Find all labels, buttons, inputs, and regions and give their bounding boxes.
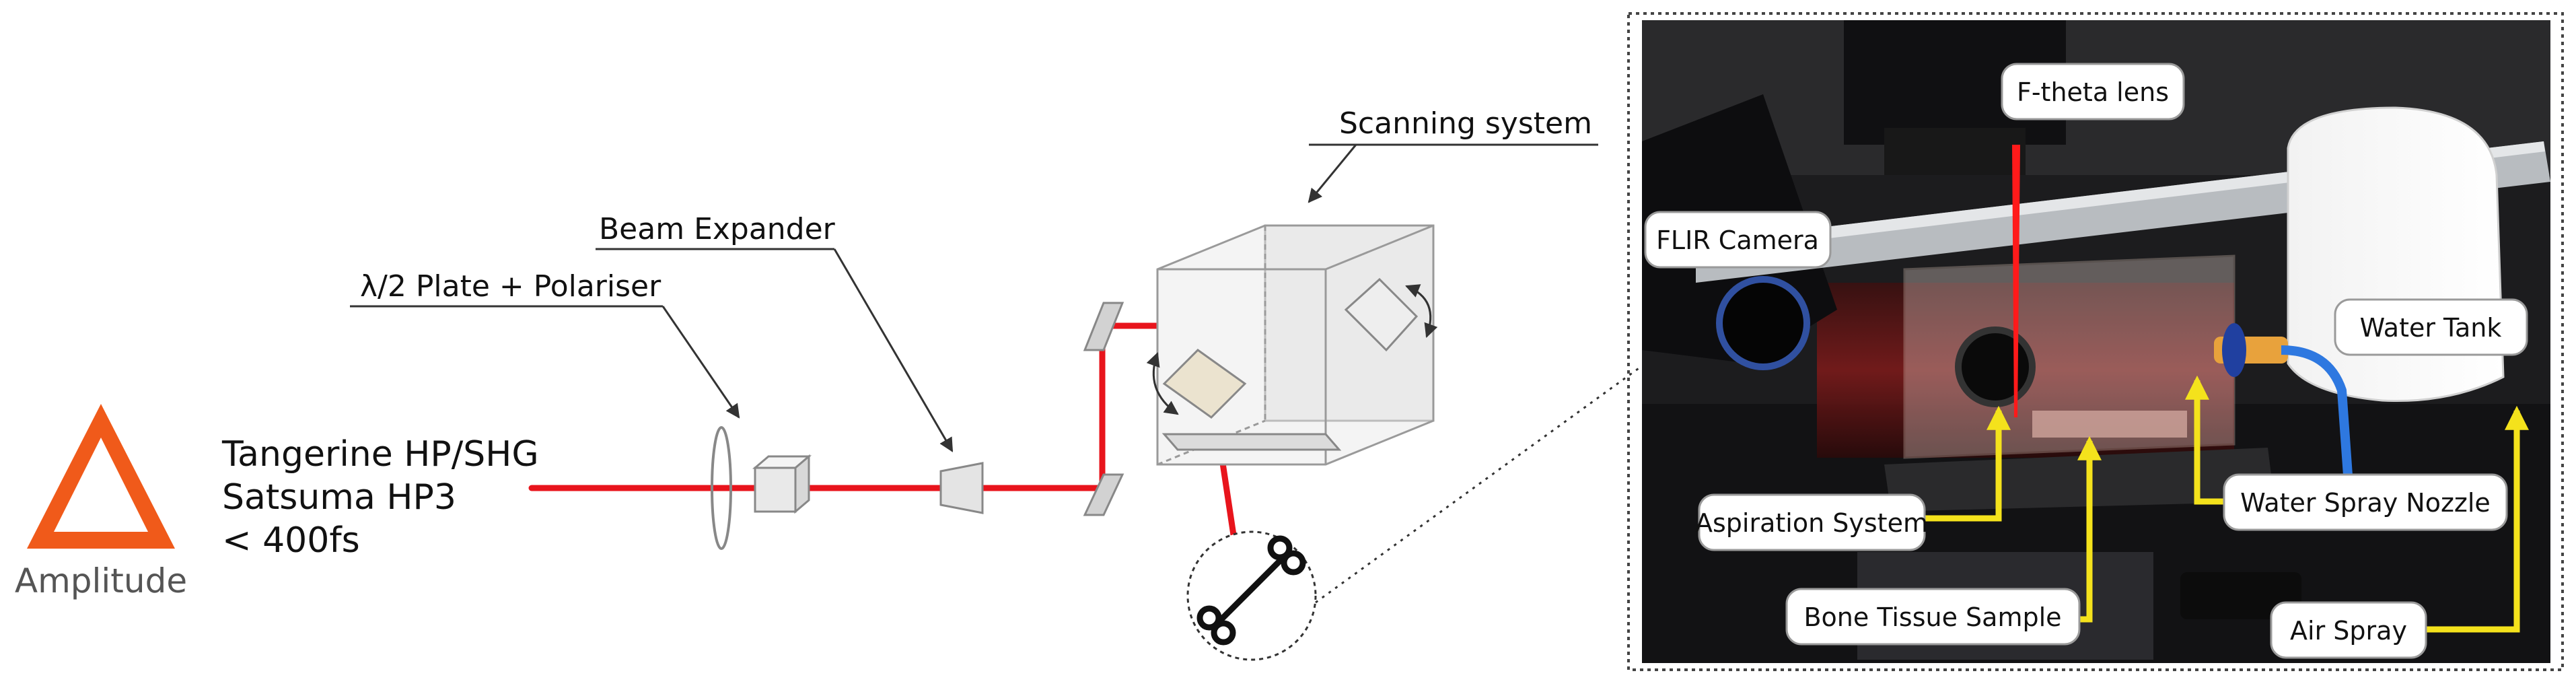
galvo-mirror-y-icon [1162, 349, 1247, 419]
beam-expander-icon [939, 462, 984, 514]
photo-labels: F-theta lens FLIR Camera Water Tank Aspi… [1644, 63, 2528, 659]
water-spray-nozzle [2214, 323, 2353, 485]
waveplate-label: λ/2 Plate + Polariser [360, 269, 661, 304]
scanner-label: Scanning system [1339, 106, 1592, 141]
label-air-spray: Air Spray [2290, 616, 2407, 646]
scanner-cube-icon [1156, 224, 1435, 466]
brand-name: Amplitude [15, 561, 187, 600]
label-water-tank: Water Tank [2360, 313, 2502, 343]
scanner-base-plate-icon [1161, 433, 1342, 451]
label-bone-tissue-sample: Bone Tissue Sample [1803, 602, 2061, 632]
upper-mirror-icon [1083, 302, 1124, 351]
fold-mirrors [1083, 302, 1124, 516]
half-wave-plate-icon [711, 426, 732, 550]
bone-sample-magnifier [1186, 362, 1646, 661]
photo-callout-arrows [1918, 375, 2529, 633]
f-theta-beam [2012, 145, 2020, 417]
beam-expander: Beam Expander [596, 212, 984, 514]
laser-line-1: Tangerine HP/SHG [221, 434, 539, 475]
polariser-cube-icon [752, 454, 812, 514]
laser-line-2: Satsuma HP3 [222, 477, 456, 518]
acrylic-chamber [1884, 254, 2275, 512]
label-f-theta-lens: F-theta lens [2017, 77, 2169, 107]
laser-source-label: Tangerine HP/SHG Satsuma HP3 < 400fs [221, 434, 539, 561]
label-water-spray-nozzle: Water Spray Nozzle [2240, 488, 2491, 518]
expander-label: Beam Expander [599, 212, 836, 246]
rotation-arrow-y-icon [1146, 352, 1179, 415]
label-aspiration-system: Aspiration System [1695, 508, 1928, 538]
amplitude-triangle-icon [27, 404, 175, 549]
label-flir-camera: FLIR Camera [1656, 226, 1819, 255]
waveplate-polariser: λ/2 Plate + Polariser [350, 269, 812, 550]
lower-mirror-icon [1083, 473, 1124, 516]
amplitude-logo: Amplitude [15, 404, 187, 600]
laser-line-3: < 400fs [222, 520, 360, 561]
rotation-arrow-x-icon [1405, 284, 1438, 338]
bone-icon [1196, 535, 1306, 646]
scanning-system: Scanning system [1146, 106, 1598, 466]
